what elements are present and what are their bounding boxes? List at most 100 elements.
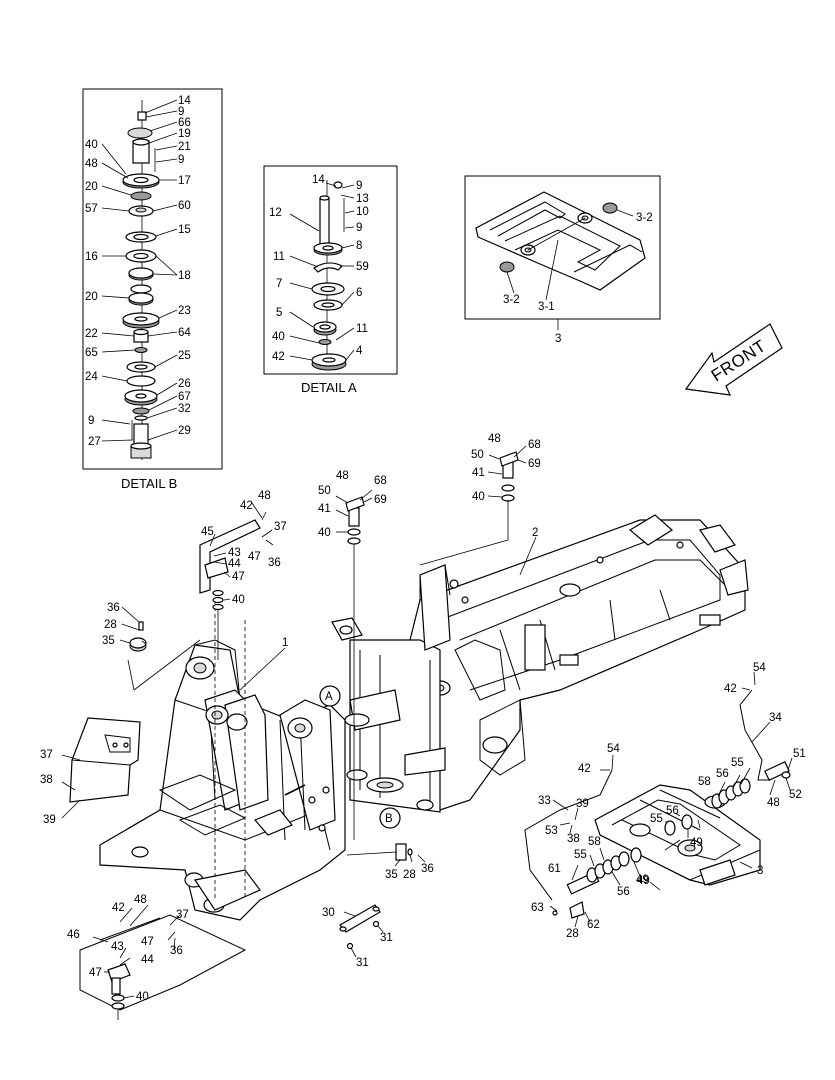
- part-number: 9: [356, 180, 362, 192]
- part-number: 50: [318, 485, 331, 497]
- part-number: 36: [268, 557, 281, 569]
- oscillating-frame-main: [594, 784, 761, 886]
- part-number: 47: [248, 551, 261, 563]
- part-number: 37: [274, 521, 287, 533]
- front-arrow-icon: [684, 323, 783, 396]
- part-number: 24: [85, 371, 98, 383]
- part-number: 12: [269, 207, 282, 219]
- part-number: 38: [40, 774, 53, 786]
- part-number: 63: [531, 902, 544, 914]
- part-number: 14: [178, 95, 191, 107]
- part-number: 20: [85, 291, 98, 303]
- detail-b: 14 9 66 19 21 9 40 48 17 20 57 60 15 16 …: [82, 88, 223, 491]
- part-number: 41: [318, 503, 331, 515]
- detail-a-leaders: [289, 182, 355, 361]
- mud-flap-37: [61, 717, 141, 819]
- part-number: 48: [258, 490, 271, 502]
- part-number: 57: [85, 203, 98, 215]
- part-number: 51: [793, 748, 806, 760]
- part-number: 26: [178, 378, 191, 390]
- part-number: 40: [272, 331, 285, 343]
- part-number: 49: [690, 837, 703, 849]
- hose-33: [524, 754, 614, 901]
- part-number: 28: [403, 869, 416, 881]
- part-number: 42: [272, 351, 285, 363]
- callout-a-label: A: [325, 691, 333, 703]
- part-number: 37: [40, 749, 53, 761]
- bushing-3-2-left: [499, 261, 515, 273]
- part-number: 56: [716, 768, 729, 780]
- detail-b-stack: [122, 100, 160, 460]
- callouts: A B: [319, 685, 401, 829]
- part-number: 40: [472, 491, 485, 503]
- part-number: 39: [43, 814, 56, 826]
- part-number: 56: [666, 805, 679, 817]
- part-number: 31: [380, 932, 393, 944]
- part-number: 9: [356, 222, 362, 234]
- part-number: 53: [545, 825, 558, 837]
- part-number: 44: [228, 558, 241, 570]
- pivot-washers-front: [664, 767, 751, 838]
- part-number: 30: [322, 907, 335, 919]
- part-number: 35: [385, 869, 398, 881]
- part-number: 49: [636, 874, 649, 886]
- part-number: 34: [769, 712, 782, 724]
- part-number: 14: [312, 174, 325, 186]
- part-number: 39: [576, 798, 589, 810]
- pin-35-lower: [346, 843, 426, 867]
- part-number: 11: [273, 251, 285, 263]
- part-number: 42: [112, 902, 125, 914]
- part-number: 36: [107, 602, 120, 614]
- detail-a-caption: DETAIL A: [301, 380, 357, 395]
- part-number: 6: [356, 287, 362, 299]
- part-number: 60: [178, 200, 191, 212]
- inset-frame: [464, 175, 661, 320]
- part-number: 19: [178, 128, 191, 140]
- part-number: 35: [102, 635, 115, 647]
- part-number: 54: [607, 743, 620, 755]
- part-number: 47: [89, 967, 102, 979]
- main-leaders: [239, 536, 753, 891]
- part-number: 59: [356, 261, 369, 273]
- pin-35-upper: [119, 606, 201, 691]
- part-number: 64: [178, 327, 191, 339]
- part-number: 42: [578, 763, 591, 775]
- part-number: 58: [698, 776, 711, 788]
- part-number: 1: [282, 637, 288, 649]
- part-number: 47: [232, 571, 245, 583]
- detail-a-labels: 14 9 13 10 12 9 8 11 59 7 6 5 11 40 42 4: [269, 174, 369, 363]
- part-number: 48: [767, 797, 780, 809]
- part-number: 5: [276, 307, 282, 319]
- part-number: 45: [201, 526, 214, 538]
- front-direction-arrow: FRONT: [684, 323, 783, 396]
- part-number: 49: [637, 875, 650, 887]
- part-number: 55: [731, 757, 744, 769]
- part-number: 8: [356, 240, 362, 252]
- upper-hitch-pin-left: [335, 489, 373, 840]
- part-number: 44: [141, 954, 154, 966]
- part-number: 56: [617, 886, 630, 898]
- part-number: 55: [650, 813, 663, 825]
- part-number: 28: [566, 928, 579, 940]
- rear-frame: [331, 514, 749, 813]
- part-number: 29: [178, 425, 191, 437]
- part-number: 3-2: [636, 212, 653, 224]
- part-number: 67: [178, 391, 191, 403]
- part-number: 41: [472, 467, 485, 479]
- part-number: 13: [356, 193, 369, 205]
- part-number: 3-2: [503, 294, 520, 306]
- part-number: 61: [548, 863, 561, 875]
- part-number: 62: [587, 919, 600, 931]
- part-number: 48: [85, 158, 98, 170]
- part-number: 3: [555, 333, 561, 345]
- part-number: 31: [356, 957, 369, 969]
- part-number: 43: [228, 547, 241, 559]
- part-number: 4: [356, 345, 363, 357]
- part-number: 28: [104, 619, 117, 631]
- part-number: 22: [85, 328, 98, 340]
- part-number: 50: [471, 449, 484, 461]
- part-number: 40: [232, 594, 245, 606]
- front-frame: [99, 600, 346, 921]
- inset-item-3: 3-2 3-2 3-1 3: [464, 175, 661, 345]
- part-number: 69: [528, 458, 541, 470]
